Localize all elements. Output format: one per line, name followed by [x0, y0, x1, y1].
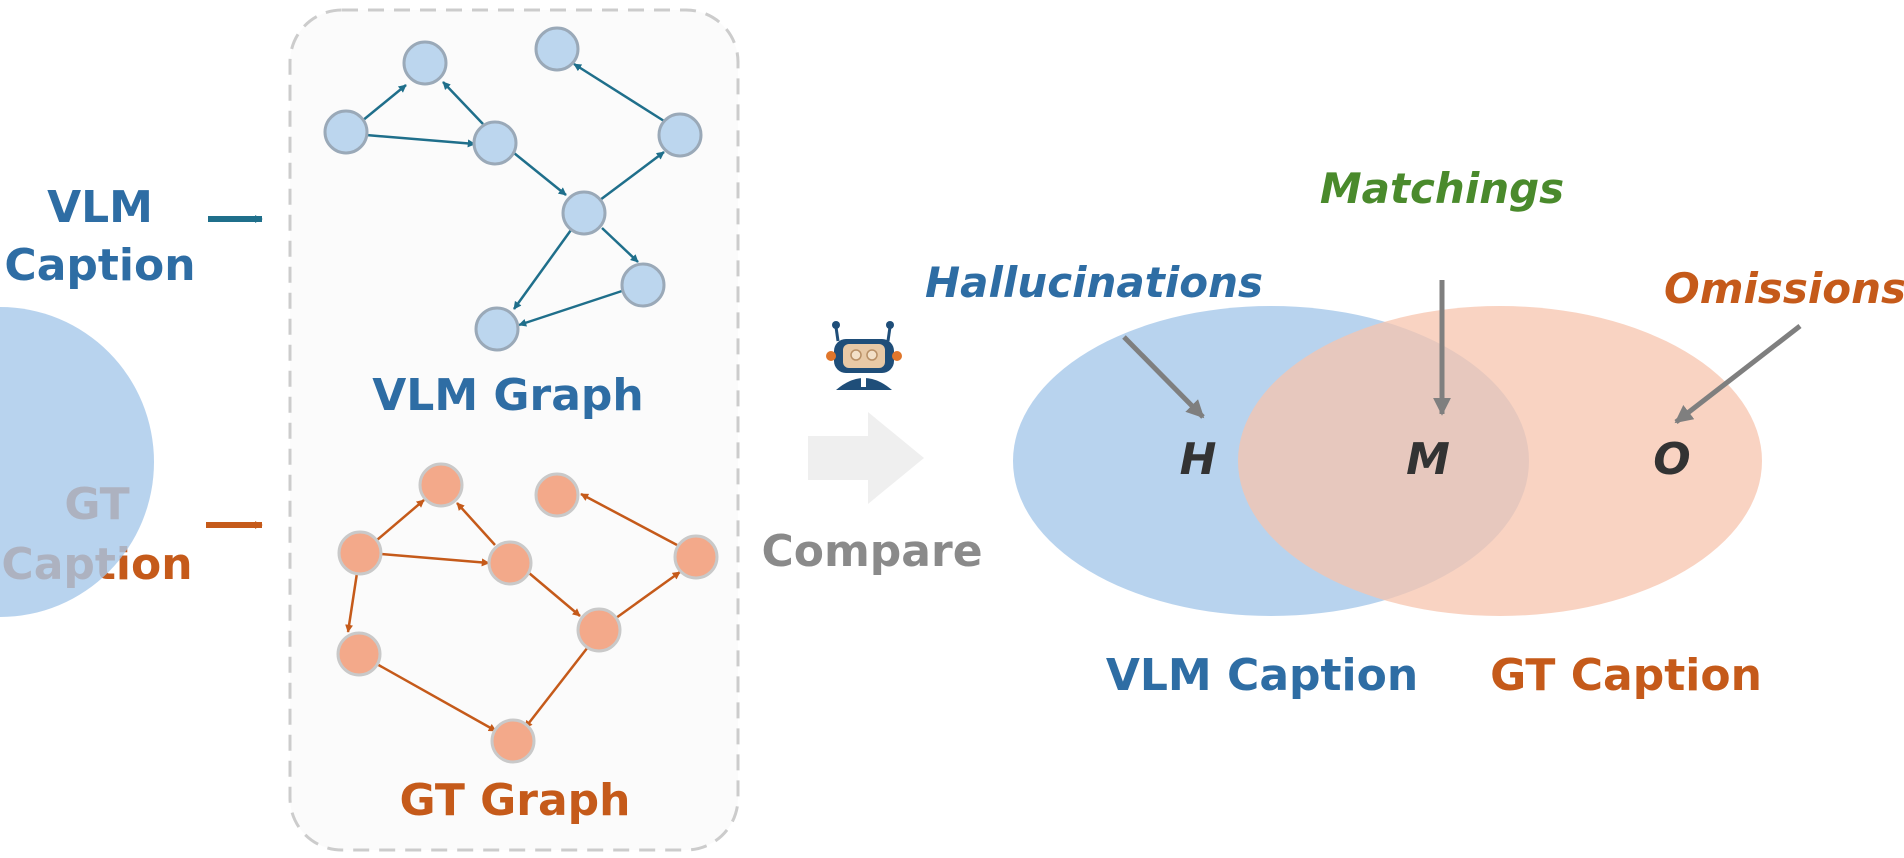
vlm-caption-line1: VLM [47, 182, 153, 233]
gt-node [534, 472, 580, 518]
gt-node [336, 631, 382, 677]
vlm-edge [601, 227, 639, 263]
gt-edge [374, 661, 497, 733]
gt-caption-oval-fill [1238, 306, 1762, 616]
gt-node [418, 462, 464, 508]
vlm-node [472, 120, 518, 166]
h-letter: H [1180, 434, 1217, 485]
o-letter: O [1653, 434, 1690, 485]
gt-node [673, 534, 719, 580]
vlm-graph: VLM Graph [323, 26, 703, 421]
m-letter: M [1406, 434, 1450, 485]
vlm-graph-edges [361, 62, 665, 327]
compare-label: Compare [761, 526, 982, 577]
gt-graph-label: GT Graph [400, 775, 631, 826]
gt-edge [524, 646, 589, 729]
vlm-edge [361, 84, 407, 122]
gt-graph-nodes [336, 462, 719, 764]
gt-node [487, 540, 533, 586]
omissions-pointer [1674, 324, 1802, 424]
gt-graph-edges [345, 492, 681, 733]
vlm-edge [573, 62, 665, 123]
vlm-edge [365, 133, 476, 148]
gt-edge [380, 552, 490, 567]
venn-diagram [0, 307, 154, 617]
vlm-edge [599, 151, 665, 201]
hallucinations-pointer [1122, 335, 1205, 419]
compare-arrow-icon [808, 412, 924, 504]
gt-edge [580, 492, 678, 547]
vlm-edge [442, 81, 484, 125]
vlm-edge [513, 152, 567, 196]
hallucinations-label: Hallucinations [925, 258, 1263, 307]
vlm-set-label: VLM Caption [1106, 650, 1418, 701]
robot-icon [826, 321, 902, 390]
omissions-label: Omissions [1664, 264, 1904, 313]
gt-node [490, 718, 536, 764]
vlm-caption-set [0, 307, 154, 617]
gt-edge [528, 572, 581, 617]
vlm-caption-input: VLM Caption [4, 182, 263, 291]
vlm-edge [512, 229, 573, 310]
vlm-node [474, 306, 520, 352]
graph-panel [288, 8, 740, 852]
vlm-node [561, 190, 607, 236]
matchings-label: Matchings [1320, 164, 1564, 213]
gt-edge [456, 502, 496, 546]
vlm-caption-line2: Caption [4, 240, 195, 291]
vlm-graph-label: VLM Graph [372, 370, 644, 421]
vlm-node [657, 112, 703, 158]
gt-edge [376, 499, 425, 541]
gt-node [576, 607, 622, 653]
vlm-node [323, 109, 369, 155]
venn-ovals [1013, 306, 1762, 616]
vlm-graph-nodes [323, 26, 703, 352]
gt-set-label: GT Caption [1490, 650, 1762, 701]
vlm-node [402, 40, 448, 86]
gt-edge [615, 570, 681, 620]
gt-edge [345, 572, 359, 633]
vlm-node [620, 262, 666, 308]
gt-graph: GT Graph [336, 462, 719, 826]
vlm-node [534, 26, 580, 72]
gt-node [337, 530, 383, 576]
vlm-edge [518, 288, 626, 327]
